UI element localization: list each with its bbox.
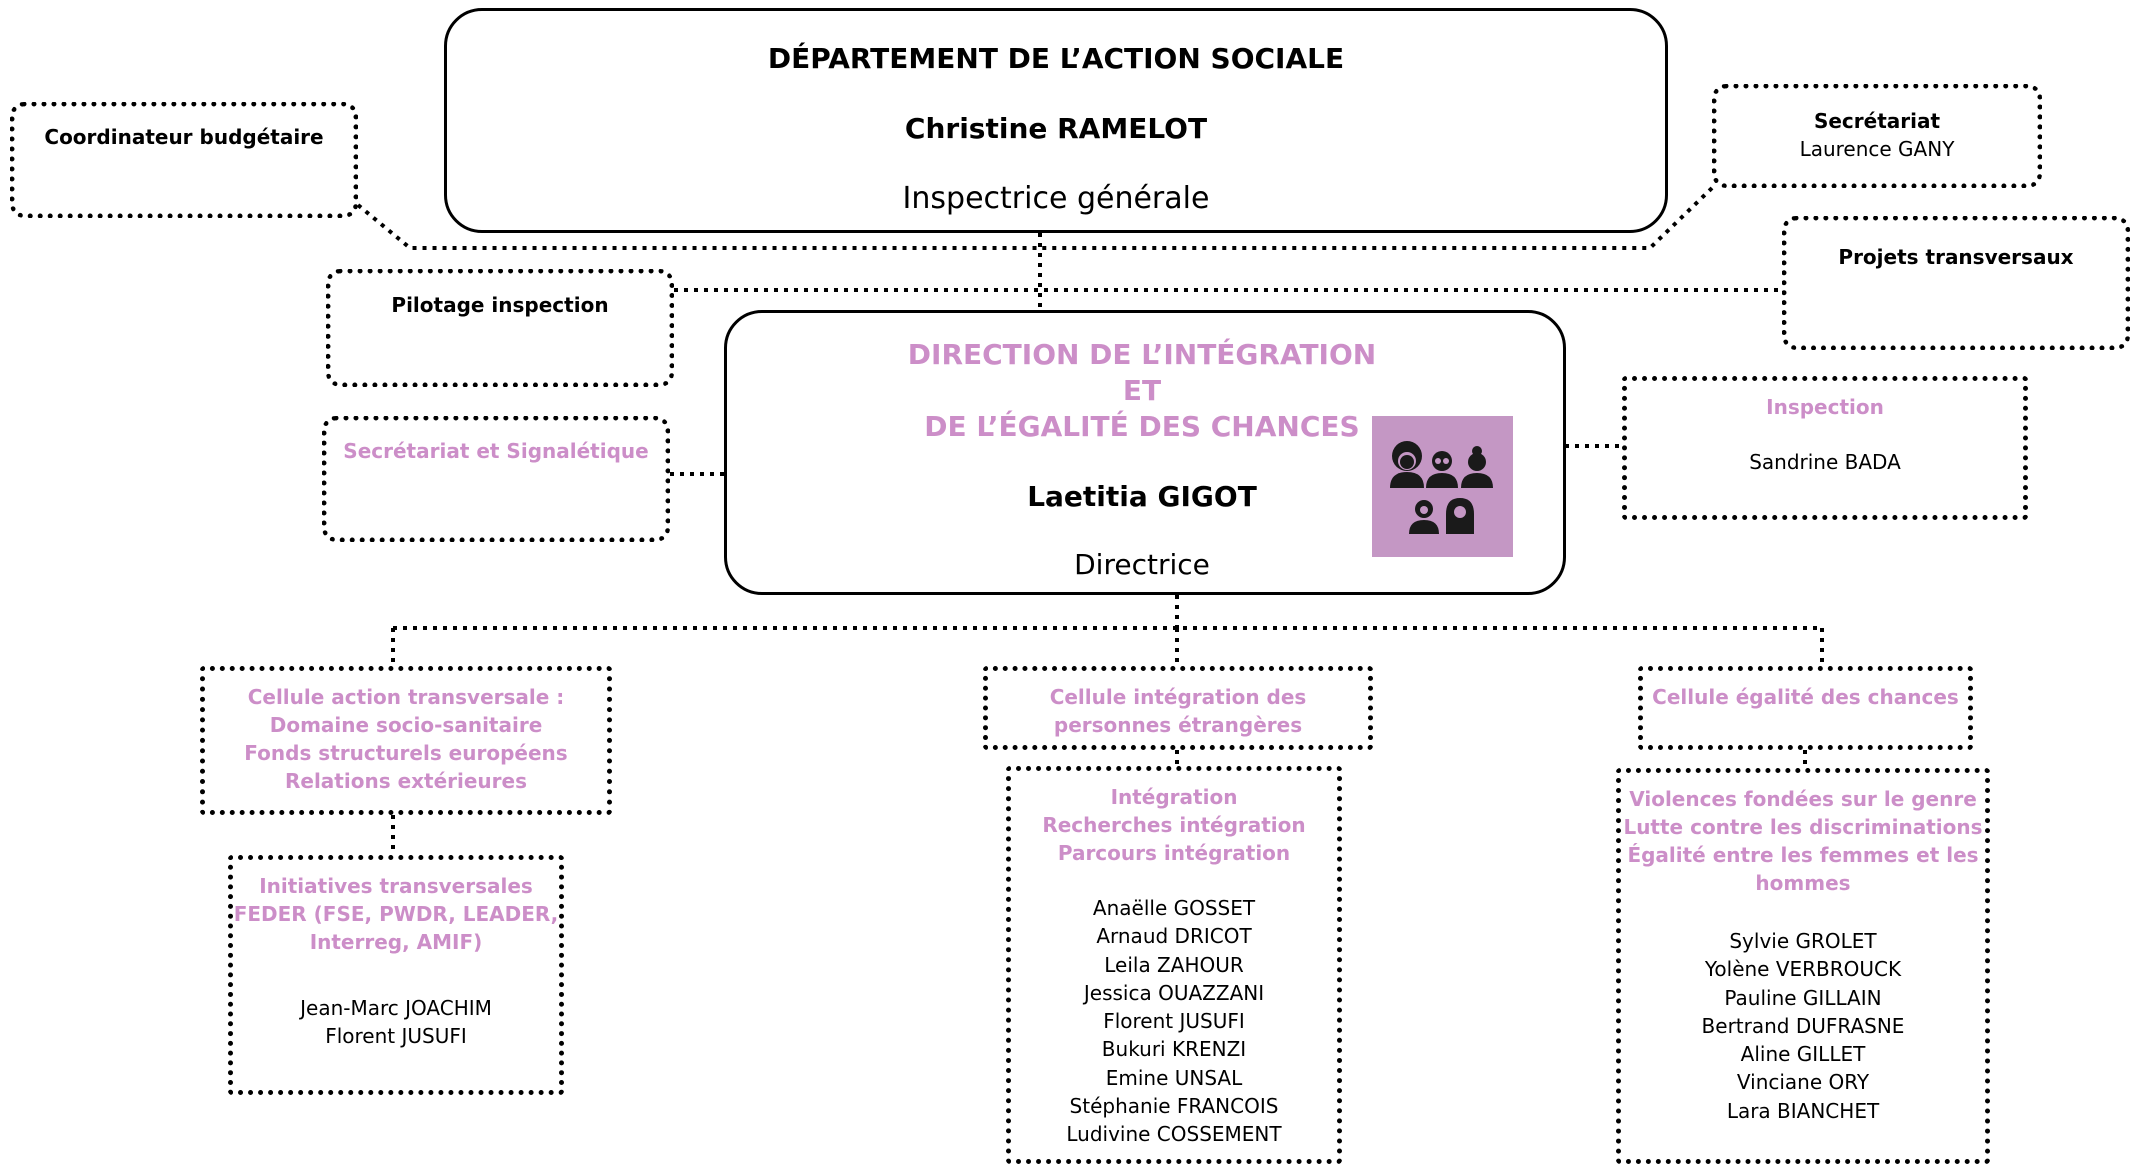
person-name: Aline GILLET: [1740, 1042, 1866, 1067]
secretariat-label: Secrétariat: [1813, 109, 1941, 133]
person-name: Lara BIANCHET: [1726, 1098, 1880, 1123]
people-group-icon: [1372, 416, 1513, 557]
department-title: DÉPARTEMENT DE L’ACTION SOCIALE: [767, 42, 1345, 75]
person-name: Anaëlle GOSSET: [1092, 896, 1256, 920]
egalite-detail-line-1: Violences fondées sur le genre: [1629, 787, 1977, 811]
department-head-role: Inspectrice générale: [902, 181, 1210, 216]
person-name: Ludivine COSSEMENT: [1066, 1122, 1282, 1147]
cellule-integration-line-2: personnes étrangères: [1053, 713, 1303, 737]
department-box: DÉPARTEMENT DE L’ACTION SOCIALE Christin…: [444, 8, 1668, 233]
direction-head-name: Laetitia GIGOT: [1027, 480, 1257, 513]
direction-title-line-1: DIRECTION DE L’INTÉGRATION: [907, 338, 1377, 371]
egalite-people-list: Sylvie GROLET Yolène VERBROUCK Pauline G…: [1621, 927, 1985, 1125]
integration-people-list: Anaëlle GOSSET Arnaud DRICOT Leila ZAHOU…: [1011, 894, 1337, 1149]
signaletique-box: Secrétariat et Signalétique: [322, 416, 670, 542]
pilotage-box: Pilotage inspection: [326, 269, 674, 387]
signaletique-label: Secrétariat et Signalétique: [343, 439, 649, 463]
person-name: Leila ZAHOUR: [1104, 952, 1244, 977]
person-name: Florent JUSUFI: [325, 1024, 467, 1049]
integration-detail-line-2: Recherches intégration: [1042, 813, 1306, 837]
direction-head-role: Directrice: [1074, 548, 1210, 581]
cellule-transversale-line-1: Cellule action transversale :: [247, 685, 565, 709]
projets-label: Projets transversaux: [1838, 245, 2074, 269]
person-name: Bertrand DUFRASNE: [1701, 1013, 1905, 1038]
inspection-person: Sandrine BADA: [1749, 450, 1901, 474]
person-name: Emine UNSAL: [1105, 1065, 1243, 1090]
person-name: Vinciane ORY: [1736, 1070, 1870, 1095]
integration-detail-line-1: Intégration: [1110, 785, 1238, 809]
transversale-detail-box: Initiatives transversales FEDER (FSE, PW…: [228, 855, 564, 1095]
integration-detail-box: Intégration Recherches intégration Parco…: [1006, 766, 1342, 1164]
transversale-detail-line-1: Initiatives transversales: [259, 874, 533, 898]
egalite-detail-line-3: Égalité entre les femmes et les: [1627, 843, 1979, 867]
inspection-box: Inspection Sandrine BADA: [1622, 376, 2028, 520]
person-name: Yolène VERBROUCK: [1704, 957, 1902, 982]
projets-box: Projets transversaux: [1782, 216, 2130, 350]
egalite-detail-line-2: Lutte contre les discriminations: [1623, 815, 1983, 839]
inspection-label: Inspection: [1766, 395, 1884, 419]
person-name: Sylvie GROLET: [1729, 929, 1877, 953]
egalite-detail-line-4: hommes: [1755, 871, 1851, 895]
person-name: Jessica OUAZZANI: [1083, 980, 1265, 1005]
secretariat-box: Secrétariat Laurence GANY: [1712, 84, 2042, 188]
coordinator-label: Coordinateur budgétaire: [44, 125, 324, 149]
direction-title-line-3: DE L’ÉGALITÉ DES CHANCES: [924, 410, 1360, 443]
transversale-detail-line-2: FEDER (FSE, PWDR, LEADER,: [233, 902, 559, 926]
person-name: Stéphanie FRANCOIS: [1069, 1094, 1279, 1119]
person-name: Pauline GILLAIN: [1724, 985, 1882, 1010]
direction-box: DIRECTION DE L’INTÉGRATION ET DE L’ÉGALI…: [724, 310, 1566, 595]
cellule-egalite-line-1: Cellule égalité des chances: [1652, 685, 1959, 709]
cellule-egalite-box: Cellule égalité des chances: [1638, 666, 1973, 750]
direction-title-line-2: ET: [1122, 374, 1162, 407]
egalite-detail-box: Violences fondées sur le genre Lutte con…: [1616, 768, 1990, 1164]
coordinator-box: Coordinateur budgétaire: [10, 102, 358, 218]
person-name: Arnaud DRICOT: [1096, 924, 1252, 949]
cellule-transversale-line-2: Domaine socio-sanitaire: [269, 713, 543, 737]
cellule-transversale-line-4: Relations extérieures: [284, 769, 528, 793]
cellule-integration-box: Cellule intégration des personnes étrang…: [983, 666, 1373, 750]
connector-coordinator: [356, 203, 1040, 250]
secretariat-person: Laurence GANY: [1799, 137, 1955, 161]
cellule-transversale-line-3: Fonds structurels européens: [244, 741, 568, 765]
pilotage-label: Pilotage inspection: [391, 293, 609, 317]
cellule-transversale-box: Cellule action transversale : Domaine so…: [200, 666, 612, 815]
person-name: Jean-Marc JOACHIM: [300, 996, 492, 1020]
connector-secretariat: [1040, 186, 1714, 250]
integration-detail-line-3: Parcours intégration: [1057, 841, 1291, 865]
person-name: Florent JUSUFI: [1103, 1009, 1245, 1034]
cellule-integration-line-1: Cellule intégration des: [1049, 685, 1307, 709]
transversale-people-list: Jean-Marc JOACHIM Florent JUSUFI: [233, 994, 559, 1051]
department-head-name: Christine RAMELOT: [904, 112, 1208, 145]
transversale-detail-line-3: Interreg, AMIF): [309, 930, 483, 954]
person-name: Bukuri KRENZI: [1101, 1037, 1247, 1062]
